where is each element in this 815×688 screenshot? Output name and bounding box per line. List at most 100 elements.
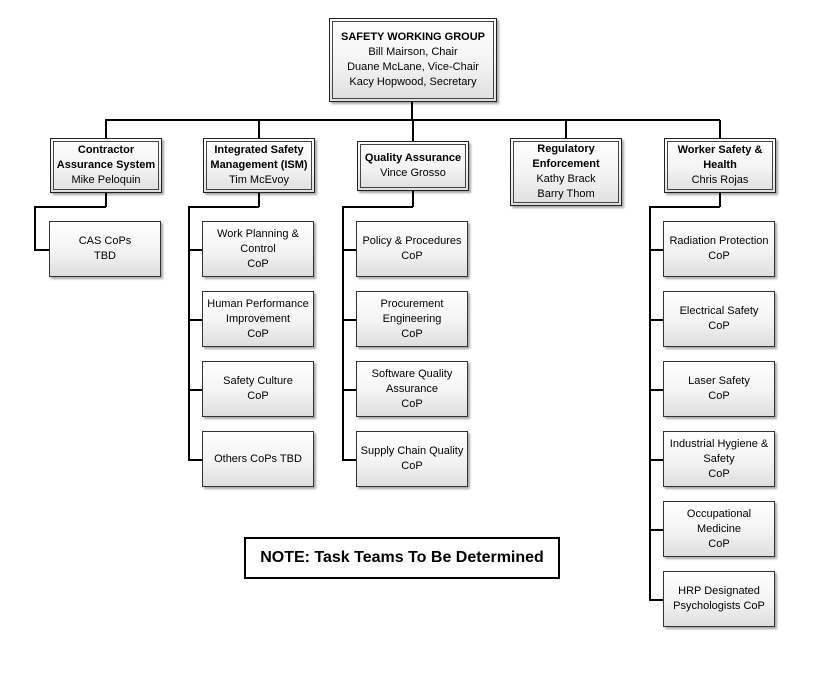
group-title: Assurance System	[56, 159, 156, 171]
child-connector	[649, 599, 663, 601]
group-connector	[258, 120, 260, 138]
cop-label: CoP	[708, 390, 730, 402]
spine-line	[649, 206, 651, 600]
child-connector	[188, 459, 202, 461]
cop-label: CoP	[247, 327, 269, 340]
group-title: Worker Safety &	[677, 144, 763, 156]
cop-label: CoP	[708, 537, 730, 550]
cop-label: Procurement	[380, 297, 444, 310]
branch-horizontal-line	[649, 206, 720, 208]
branch-horizontal-line	[34, 206, 106, 208]
root-line: Kacy Hopwood, Secretary	[349, 76, 477, 88]
child-connector	[649, 459, 663, 461]
cop-label: Safety	[703, 452, 735, 465]
cop-label: CoP	[401, 250, 423, 262]
group-person: Vince Grosso	[380, 167, 446, 179]
child-connector	[342, 249, 356, 251]
cop-label: Industrial Hygiene &	[669, 437, 769, 450]
cop-label: CoP	[708, 320, 730, 332]
branch-drop-line	[719, 193, 721, 207]
group-title: Enforcement	[532, 158, 600, 170]
group-title: Integrated Safety	[214, 144, 304, 156]
cop-label: Software Quality	[371, 367, 453, 380]
cop-label: Medicine	[696, 522, 742, 535]
cop-label: Psychologists CoP	[673, 600, 765, 612]
child-connector	[188, 319, 202, 321]
group-title: Health	[703, 159, 737, 171]
spine-line	[342, 206, 344, 460]
group-person: Kathy Brack	[536, 173, 596, 185]
root-line: Duane McLane, Vice-Chair	[347, 61, 479, 73]
group-person: Barry Thom	[537, 188, 595, 200]
branch-drop-line	[105, 193, 107, 207]
child-connector	[342, 459, 356, 461]
cop-label: Improvement	[225, 312, 291, 325]
cop-label: Policy & Procedures	[362, 235, 462, 247]
cop-label: CoP	[247, 257, 269, 270]
branch-horizontal-line	[342, 206, 413, 208]
cop-label: CoP	[401, 327, 423, 340]
child-connector	[188, 389, 202, 391]
cop-label: Others CoPs TBD	[214, 452, 302, 465]
group-title: Quality Assurance	[364, 152, 462, 164]
cop-label: CoP	[708, 250, 730, 262]
root-title: SAFETY WORKING GROUP	[340, 31, 486, 43]
cop-label: Electrical Safety	[679, 305, 759, 317]
child-connector	[649, 389, 663, 391]
group-connector	[412, 120, 414, 141]
cop-box: Others CoPs TBD	[202, 431, 314, 487]
cop-label: CoP	[247, 390, 269, 402]
group-connector	[105, 120, 107, 138]
branch-horizontal-line	[188, 206, 259, 208]
branch-drop-line	[258, 193, 260, 207]
group-title: Contractor	[77, 144, 135, 156]
child-connector	[649, 319, 663, 321]
cop-label: Safety Culture	[223, 375, 293, 387]
group-connector	[565, 120, 567, 138]
cop-label: Work Planning &	[217, 227, 299, 240]
group-person: Tim McEvoy	[228, 174, 290, 186]
group-connector	[719, 120, 721, 138]
child-connector	[649, 249, 663, 251]
cop-label: HRP Designated	[678, 585, 760, 597]
child-connector	[342, 389, 356, 391]
cop-label: TBD	[94, 250, 116, 262]
child-connector	[188, 249, 202, 251]
cop-label: CoP	[401, 397, 423, 410]
cop-label: Radiation Protection	[669, 235, 769, 247]
group-person: Chris Rojas	[691, 174, 749, 186]
cop-label: Occupational	[686, 507, 752, 520]
note-box: NOTE: Task Teams To Be Determined	[244, 537, 560, 579]
group-person: Mike Peloquin	[71, 174, 141, 186]
note-text: NOTE: Task Teams To Be Determined	[260, 549, 544, 566]
cop-label: Assurance	[386, 382, 438, 395]
child-connector	[649, 529, 663, 531]
cop-label: Laser Safety	[688, 375, 750, 387]
cop-label: Engineering	[382, 312, 442, 325]
branch-drop-line	[412, 191, 414, 207]
spine-line	[188, 206, 190, 460]
group-title: Management (ISM)	[210, 159, 308, 171]
root-connector	[411, 102, 413, 120]
root-line: Bill Mairson, Chair	[368, 46, 458, 58]
child-connector	[34, 249, 49, 251]
child-connector	[342, 319, 356, 321]
spine-line	[34, 206, 36, 250]
group-title: Regulatory	[537, 143, 595, 155]
